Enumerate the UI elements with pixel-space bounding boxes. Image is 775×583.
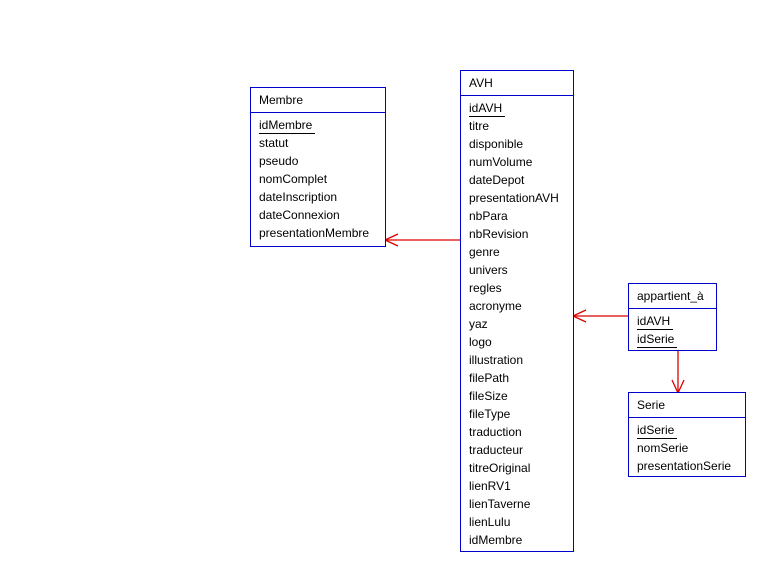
relation-arrow-avh-to-membre bbox=[383, 233, 460, 247]
field-avh-illustration: illustration bbox=[469, 351, 573, 369]
field-label: illustration bbox=[469, 353, 524, 367]
entity-fields-appartient-a: idAVH idSerie bbox=[629, 309, 716, 348]
field-label: dateDepot bbox=[469, 173, 525, 187]
primary-key-field-label: idAVH bbox=[469, 101, 506, 117]
field-avh-fileSize: fileSize bbox=[469, 387, 573, 405]
field-membre-dateConnexion: dateConnexion bbox=[259, 206, 385, 224]
primary-key-field-label: idSerie bbox=[637, 423, 678, 439]
field-label: lienRV1 bbox=[469, 479, 511, 493]
field-avh-yaz: yaz bbox=[469, 315, 573, 333]
primary-key-field-label: idAVH bbox=[637, 314, 674, 330]
entity-title-avh: AVH bbox=[461, 71, 573, 96]
field-label: acronyme bbox=[469, 299, 522, 313]
field-avh-titre: titre bbox=[469, 117, 573, 135]
field-label: disponible bbox=[469, 137, 524, 151]
field-membre-presentationMembre: presentationMembre bbox=[259, 224, 385, 242]
field-membre-idMembre: idMembre bbox=[259, 116, 385, 134]
entity-fields-membre: idMembre statut pseudo nomComplet dateInscri… bbox=[251, 113, 385, 242]
field-label: dateInscription bbox=[259, 190, 338, 204]
field-label: lienTaverne bbox=[469, 497, 531, 511]
field-serie-nomSerie: nomSerie bbox=[637, 439, 745, 457]
field-label: univers bbox=[469, 263, 508, 277]
field-label: idMembre bbox=[469, 533, 523, 547]
entity-title-serie: Serie bbox=[629, 393, 745, 418]
field-avh-disponible: disponible bbox=[469, 135, 573, 153]
field-avh-fileType: fileType bbox=[469, 405, 573, 423]
field-avh-idAVH: idAVH bbox=[469, 99, 573, 117]
entity-avh[interactable]: AVH idAVH titre disponible numVolume dateDepo… bbox=[460, 70, 574, 552]
field-avh-numVolume: numVolume bbox=[469, 153, 573, 171]
field-avh-presentationAVH: presentationAVH bbox=[469, 189, 573, 207]
field-label: nbRevision bbox=[469, 227, 529, 241]
field-label: yaz bbox=[469, 317, 488, 331]
field-membre-pseudo: pseudo bbox=[259, 152, 385, 170]
field-label: genre bbox=[469, 245, 500, 259]
field-avh-traducteur: traducteur bbox=[469, 441, 573, 459]
relation-arrow-appartient-a-to-avh bbox=[571, 309, 628, 323]
field-avh-lienRV1: lienRV1 bbox=[469, 477, 573, 495]
field-label: traduction bbox=[469, 425, 522, 439]
field-serie-presentationSerie: presentationSerie bbox=[637, 457, 745, 475]
arrowhead-left-icon bbox=[571, 309, 587, 323]
field-serie-idSerie: idSerie bbox=[637, 421, 745, 439]
field-label: titre bbox=[469, 119, 490, 133]
field-label: numVolume bbox=[469, 155, 533, 169]
field-avh-regles: regles bbox=[469, 279, 573, 297]
field-label: titreOriginal bbox=[469, 461, 531, 475]
field-label: logo bbox=[469, 335, 492, 349]
field-label: fileType bbox=[469, 407, 511, 421]
field-avh-idMembre: idMembre bbox=[469, 531, 573, 549]
field-avh-lienLulu: lienLulu bbox=[469, 513, 573, 531]
field-label: lienLulu bbox=[469, 515, 511, 529]
field-avh-genre: genre bbox=[469, 243, 573, 261]
arrowhead-left-icon bbox=[383, 233, 399, 247]
field-label: presentationMembre bbox=[259, 226, 370, 240]
entity-serie[interactable]: Serie idSerie nomSerie presentationSerie bbox=[628, 392, 746, 477]
field-avh-dateDepot: dateDepot bbox=[469, 171, 573, 189]
field-avh-nbRevision: nbRevision bbox=[469, 225, 573, 243]
field-membre-statut: statut bbox=[259, 134, 385, 152]
field-label: regles bbox=[469, 281, 502, 295]
field-label: presentationAVH bbox=[469, 191, 559, 205]
field-appartient-a-idSerie: idSerie bbox=[637, 330, 716, 348]
field-label: nomSerie bbox=[637, 441, 689, 455]
entity-title-membre: Membre bbox=[251, 88, 385, 113]
field-avh-filePath: filePath bbox=[469, 369, 573, 387]
field-label: dateConnexion bbox=[259, 208, 340, 222]
field-avh-titreOriginal: titreOriginal bbox=[469, 459, 573, 477]
field-label: presentationSerie bbox=[637, 459, 732, 473]
field-label: fileSize bbox=[469, 389, 508, 403]
field-label: statut bbox=[259, 136, 289, 150]
field-membre-dateInscription: dateInscription bbox=[259, 188, 385, 206]
field-label: pseudo bbox=[259, 154, 299, 168]
primary-key-field-label: idSerie bbox=[637, 332, 678, 348]
entity-fields-serie: idSerie nomSerie presentationSerie bbox=[629, 418, 745, 475]
field-avh-lienTaverne: lienTaverne bbox=[469, 495, 573, 513]
field-label: filePath bbox=[469, 371, 510, 385]
field-label: nomComplet bbox=[259, 172, 328, 186]
entity-membre[interactable]: Membre idMembre statut pseudo nomComplet date… bbox=[250, 87, 386, 247]
field-label: nbPara bbox=[469, 209, 508, 223]
field-avh-acronyme: acronyme bbox=[469, 297, 573, 315]
entity-fields-avh: idAVH titre disponible numVolume dateDepot pr… bbox=[461, 96, 573, 549]
field-appartient-a-idAVH: idAVH bbox=[637, 312, 716, 330]
field-avh-traduction: traduction bbox=[469, 423, 573, 441]
field-label: traducteur bbox=[469, 443, 524, 457]
field-avh-logo: logo bbox=[469, 333, 573, 351]
relation-arrow-appartient-a-to-serie bbox=[671, 351, 685, 395]
field-avh-nbPara: nbPara bbox=[469, 207, 573, 225]
primary-key-field-label: idMembre bbox=[259, 118, 316, 134]
field-avh-univers: univers bbox=[469, 261, 573, 279]
field-membre-nomComplet: nomComplet bbox=[259, 170, 385, 188]
entity-appartient-a[interactable]: appartient_à idAVH idSerie bbox=[628, 283, 717, 351]
entity-title-appartient-a: appartient_à bbox=[629, 284, 716, 309]
